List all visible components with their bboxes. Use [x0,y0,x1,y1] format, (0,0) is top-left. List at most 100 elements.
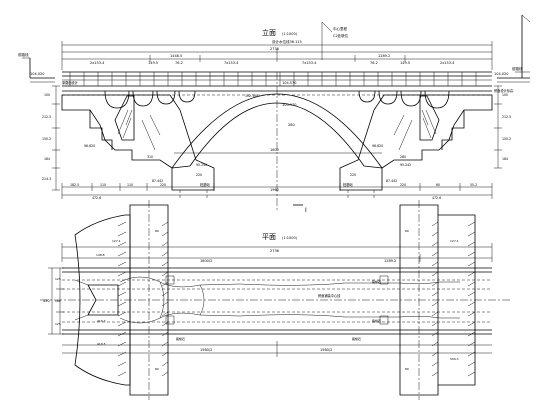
plan-total-length: 2736 [270,249,279,253]
road-label-3: 路缘石 [352,336,361,341]
hatch-line [431,291,439,297]
span-left: 2x153.4 [90,61,105,65]
hatch-line [117,221,127,227]
right-foot-elev: 96.820 [372,144,383,148]
left-end-marker: 前路线 [18,52,55,83]
plan-left-label-1: 127.1 [112,239,121,243]
left-endpoint-label: 前路线 [18,52,29,57]
elevation-note-1: 中心里程 [333,26,347,31]
plan-width-3: 125 [55,322,61,326]
bottom-dim-4: 220 [160,183,166,187]
bottom-dim-1: 182.5 [70,183,79,187]
hatch-line [161,361,169,367]
hatch-line [117,321,127,327]
elevation-scale: (1:1000) [282,32,298,36]
plan-right-label-1: 127.1 [450,239,459,243]
total-length: 2736 [270,47,279,51]
hatch-line [117,371,127,377]
right-base-width: 220 [350,173,356,177]
spandrel-arches-right [358,90,450,109]
left-height-dims: 100 212.5 150.2 184 214.3 [42,85,60,191]
right-h-2: 212.5 [502,115,511,119]
deck-center-label: 桥面铺装中心线 [318,293,341,298]
section-mark: I [305,207,307,214]
right-foot-width: 280 [400,155,406,159]
hatch-line [467,291,476,297]
hatch-line [431,321,439,327]
dim-76-right: 76.2 [370,61,378,65]
hatch-line [117,301,127,307]
left-abutment [61,94,215,191]
left-elev-1: 104.020 [30,72,44,76]
hatch-line [431,251,439,257]
hatch-line [117,311,127,317]
hatch-line [161,331,169,337]
bottom-dim-3: 110 [127,183,133,187]
plan-title: 平面 [262,233,276,241]
left-foot-width: 310 [147,155,153,159]
plan-right-label-4: 80 [405,367,409,371]
hatch-line [467,311,476,317]
hatch-line [431,261,439,267]
plan-arch-rib [119,276,460,324]
hatch-line [161,271,169,277]
bottom-dims: 182.5 110 110 220 1960 220 60 55.2 472.6… [61,183,493,200]
left-bottom-elev: 87.442 [152,179,163,183]
hatch-line [467,271,476,277]
road-label-4: 路缘石 [176,336,185,341]
plan-width-2: 180 [55,299,61,303]
hatch-line [117,331,127,337]
hatch-line [467,261,476,267]
right-piles [347,190,375,198]
left-foot-elev: 96.820 [84,144,95,148]
left-h-5: 214.3 [42,177,51,181]
right-h-3: 150.2 [502,137,511,141]
hatch-line [117,291,127,297]
hatch-line [161,221,169,227]
hatch-line [161,311,169,317]
plan-right-wingwall [399,200,476,400]
plan-width-1: 125 [55,277,61,281]
right-elev-1: 104.020 [494,72,508,76]
road-label-1: 路缘石 [372,279,381,284]
hatch-line [161,291,169,297]
hatch-line [467,301,476,307]
elevation-title: 立面 [262,28,276,37]
rise-label: 280 [288,123,295,127]
hatch-line [467,321,476,327]
hatch-line [161,321,169,327]
dim-149-left: 149.5 [148,61,158,65]
plan-half-bottom-left: 1560/2 [200,348,212,352]
plan-left-label-2: 148.8 [96,253,105,257]
hatch-line [467,371,476,377]
plan-half-bottom-right: 1560/2 [320,348,332,352]
hatch-line [117,251,127,257]
hatch-line [117,271,127,277]
plan-dim-1289: 1289.2 [384,259,396,263]
half-length-left: 1448.5 [170,54,182,58]
hatch-line [161,341,169,347]
hatch-line [431,221,439,227]
bottom-dim-2: 110 [100,183,106,187]
hatch-line [161,281,169,287]
plan-width-dims: 430 125 180 125 [43,267,64,335]
plan-right-label-3: 80 [405,229,409,233]
right-bottom-elev: 87.442 [386,179,397,183]
left-total: 472.6 [92,196,101,200]
right-abutment [339,94,493,191]
hatch-line [431,331,439,337]
foundation-label-right: 桩基础 [343,182,353,187]
plan-width-total: 430 [43,299,50,303]
span-mid-right: 7x153.4 [302,61,317,65]
hatch-line [467,221,476,227]
hatch-line [117,231,127,237]
hatch-line [467,331,476,337]
right-endpoint-label: 前路线 [512,66,523,71]
deck-elev-center: 102.100 [245,94,258,98]
half-length-right: 1289.2 [378,54,390,58]
hatch-line [161,371,169,377]
bottom-dim-r1: 220 [400,183,406,187]
left-h-4: 184 [44,157,50,161]
hatch-line [467,231,476,237]
